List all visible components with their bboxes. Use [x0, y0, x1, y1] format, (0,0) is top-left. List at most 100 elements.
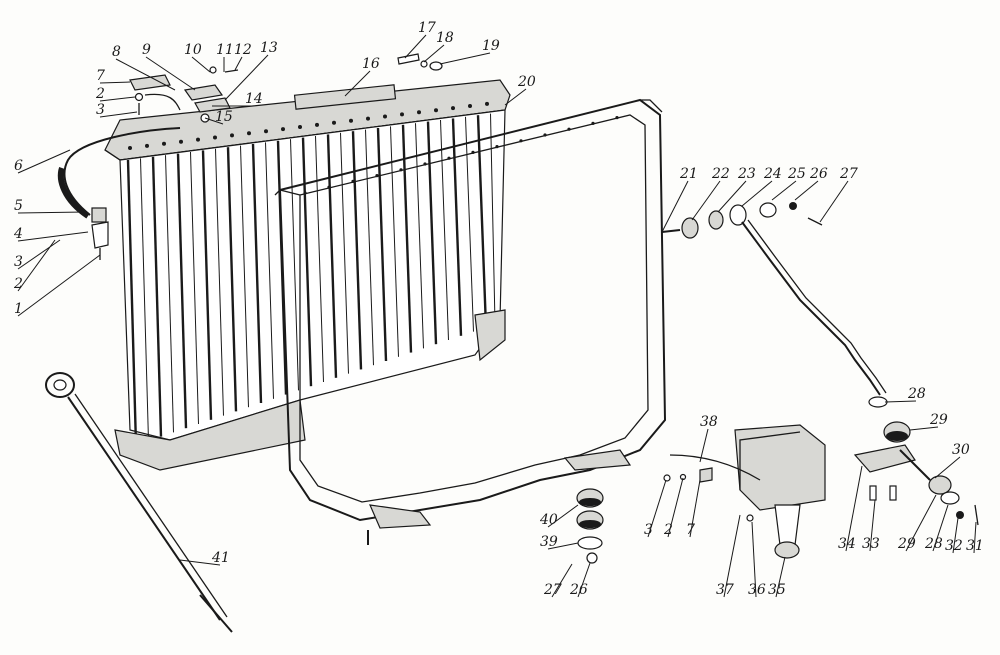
frame-rivet [591, 121, 595, 125]
callout-number: 17 [418, 20, 436, 36]
leader-line [115, 58, 176, 91]
leader-line [504, 88, 527, 106]
core-tube [326, 134, 338, 378]
core-tube [265, 142, 274, 399]
core-tube [290, 139, 299, 391]
callout-number: 3 [96, 102, 105, 118]
callout-number: 28 [907, 386, 926, 402]
leader-line [17, 239, 56, 292]
core-tube [401, 124, 413, 353]
leader-line [439, 52, 491, 65]
leader-line [17, 211, 86, 214]
core-tube [226, 147, 238, 412]
leader-line [17, 231, 89, 242]
callout-number: 13 [260, 40, 278, 56]
callout-number: 29 [929, 412, 948, 428]
callout-number: 15 [215, 109, 233, 125]
leader-line [179, 559, 221, 566]
frame-rivet [519, 139, 523, 143]
tank-rivet [434, 108, 438, 113]
leader-line [934, 456, 961, 479]
callout-number: 16 [362, 56, 380, 72]
leader-line [909, 426, 939, 431]
leader-line [845, 465, 863, 552]
frame-rivet [447, 156, 451, 160]
leader-line [423, 44, 445, 63]
leader-line [204, 117, 224, 125]
tank-rivet [468, 104, 472, 108]
callout-number: 30 [952, 442, 970, 458]
leader-line [691, 180, 721, 221]
top-bracket-parts [129, 66, 239, 123]
callout-number: 24 [763, 166, 782, 182]
callout-number: 27 [543, 582, 562, 598]
callout-number: 26 [569, 582, 588, 598]
callout-number: 10 [184, 42, 202, 58]
leader-line [905, 494, 937, 552]
leader-line [99, 96, 136, 102]
leader-line [551, 563, 573, 598]
leader-line [932, 504, 949, 552]
leader-line [99, 111, 138, 118]
callout-number: 2 [13, 276, 23, 292]
core-tube [251, 143, 263, 404]
core-tube [201, 150, 213, 420]
tank-rivet [196, 137, 200, 142]
leader-line [404, 34, 427, 59]
tank-rivet [366, 116, 370, 121]
tank-rivet [162, 141, 166, 146]
fan-shroud-bracket [663, 424, 826, 559]
frame-rivet [351, 179, 355, 183]
callout-number: 32 [945, 538, 963, 554]
leader-lines [17, 34, 977, 598]
tie-rod-assembly [661, 202, 888, 408]
core-tube [340, 132, 349, 374]
rubber-cushions [576, 488, 604, 564]
frame-rivet [423, 162, 427, 166]
core-tube [165, 155, 174, 433]
frame-rivet [543, 133, 547, 137]
leader-line [699, 428, 709, 463]
leader-line [952, 517, 959, 554]
core-tube [126, 159, 138, 446]
leader-line [661, 180, 689, 233]
leader-line [973, 521, 977, 554]
tank-rivet [298, 125, 302, 129]
callout-number: 29 [897, 536, 916, 552]
callout-number: 6 [14, 158, 23, 174]
core-tube [390, 126, 399, 357]
core-tube [240, 145, 249, 408]
core-tube [451, 118, 463, 336]
callout-number: 28 [924, 536, 943, 552]
tank-rivet [451, 106, 455, 111]
frame-rivet [327, 185, 331, 189]
callout-number: 31 [966, 538, 984, 554]
callout-number: 7 [96, 68, 105, 84]
long-tie-rod [45, 372, 233, 633]
core-tube [190, 151, 199, 425]
leader-line [234, 56, 243, 71]
drain-hose [57, 127, 181, 260]
callout-number: 39 [540, 534, 558, 550]
callout-number: 14 [245, 91, 263, 107]
core-tube [140, 158, 149, 441]
callout-number: 26 [809, 166, 828, 182]
callout-number: 8 [112, 44, 121, 60]
radiator-shroud-frame [274, 98, 667, 545]
frame-rivet [399, 168, 403, 172]
leader-line [751, 521, 757, 598]
callout-number: 2 [663, 522, 673, 538]
tank-rivet [281, 127, 285, 132]
callout-number: 23 [737, 166, 756, 182]
tank-rivet [332, 120, 336, 125]
callout-number: 22 [711, 166, 730, 182]
core-tube [176, 153, 188, 429]
frame-rivet [303, 191, 307, 195]
leader-line [17, 254, 101, 317]
core-tube [426, 121, 438, 345]
callout-number: 36 [748, 582, 766, 598]
callout-number: 11 [216, 42, 234, 58]
tank-rivet [400, 112, 404, 117]
